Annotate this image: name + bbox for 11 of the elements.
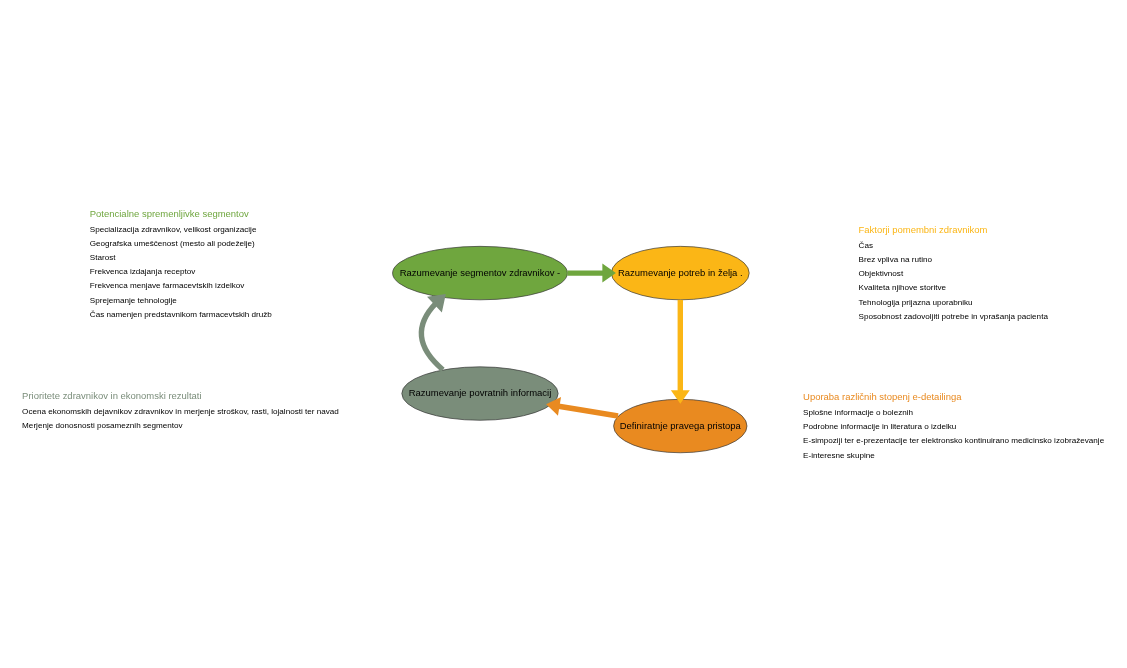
node-ellipse: Definiratnje pravega pristopa bbox=[613, 398, 748, 453]
label: Faktorji pomembni zdravnikom bbox=[858, 223, 988, 235]
arrow bbox=[670, 299, 690, 404]
label: Uporaba različnih stopenj e-detailinga bbox=[803, 390, 962, 402]
arrow bbox=[546, 396, 619, 419]
node-ellipse: Razumevanje potreb in želja . bbox=[611, 245, 750, 300]
node-ellipse: Razumevanje segmentov zdravnikov - bbox=[392, 245, 568, 300]
arrow bbox=[418, 293, 446, 372]
arrow bbox=[567, 263, 616, 283]
label: Prioritete zdravnikov in ekonomski rezultati bbox=[22, 389, 202, 401]
label: Potencialne spremenljivke segmentov bbox=[89, 207, 249, 219]
